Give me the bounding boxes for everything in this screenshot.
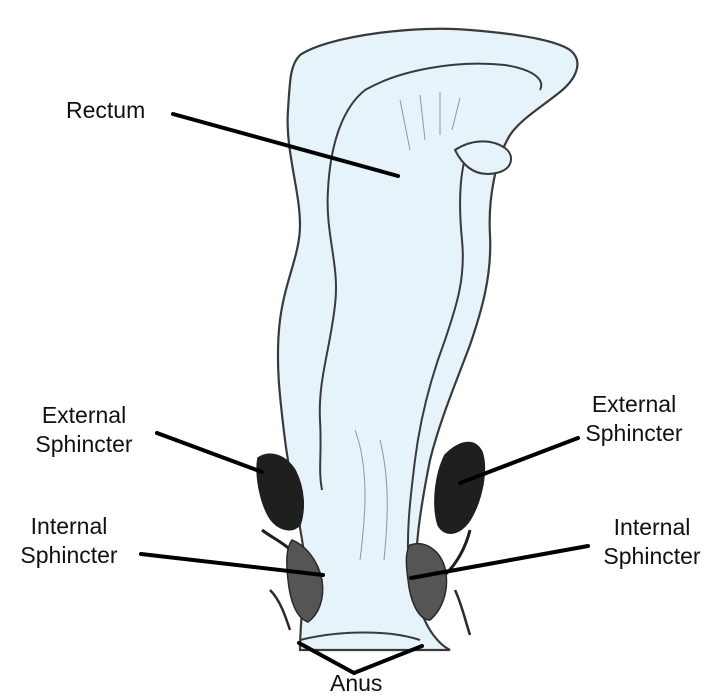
label-internal-sphincter-right: Internal Sphincter <box>596 513 708 571</box>
label-internal-right-line2: Sphincter <box>596 542 708 571</box>
label-internal-left-line1: Internal <box>10 512 128 541</box>
label-external-left-line1: External <box>25 401 143 430</box>
label-external-sphincter-left: External Sphincter <box>25 401 143 459</box>
label-internal-right-line1: Internal <box>596 513 708 542</box>
label-internal-sphincter-left: Internal Sphincter <box>10 512 128 570</box>
label-rectum-text: Rectum <box>66 97 145 123</box>
label-rectum: Rectum <box>66 96 145 125</box>
label-anus-text: Anus <box>330 670 382 696</box>
label-external-left-line2: Sphincter <box>25 430 143 459</box>
label-external-right-line2: Sphincter <box>575 419 693 448</box>
label-external-right-line1: External <box>575 390 693 419</box>
external-sphincter-right-muscle <box>435 443 484 575</box>
leader-external-left <box>157 433 262 472</box>
label-anus: Anus <box>330 669 382 698</box>
label-external-sphincter-right: External Sphincter <box>575 390 693 448</box>
label-internal-left-line2: Sphincter <box>10 541 128 570</box>
